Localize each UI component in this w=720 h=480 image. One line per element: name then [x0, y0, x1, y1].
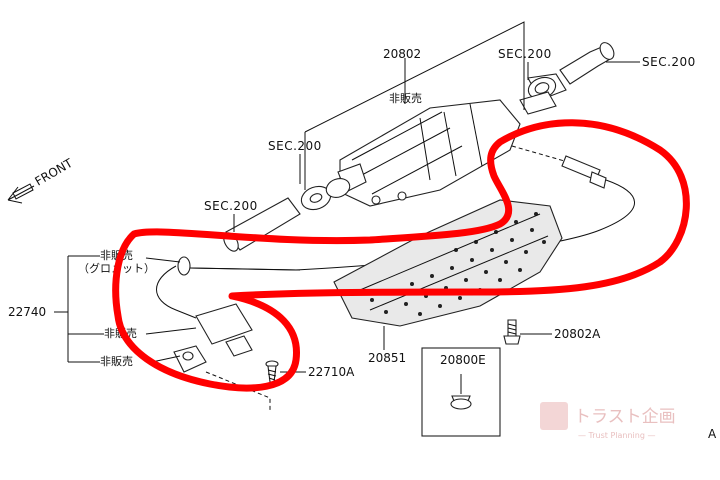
sec-ref-top-right: SEC.200	[642, 55, 696, 69]
part-number-20851: 20851	[368, 351, 406, 365]
front-label: FRONT	[33, 156, 76, 189]
sec-ref-top-mid: SEC.200	[498, 47, 552, 61]
bolt-20802a	[503, 319, 521, 345]
sensor-assembly	[156, 256, 301, 373]
sec-ref-left-low: SEC.200	[204, 199, 258, 213]
front-direction-arrow: FRONT	[7, 156, 76, 204]
sensor-note-3: 非販売	[100, 355, 133, 368]
rear-pipe-section	[519, 42, 615, 115]
watermark-title: トラスト企画	[574, 407, 676, 427]
corner-mark: A	[708, 427, 717, 441]
heat-insulator	[333, 199, 563, 327]
clip-20800e-box	[421, 347, 501, 437]
watermark-logo: トラスト企画 — Trust Planning —	[540, 402, 676, 440]
part-number-22710a: 22710A	[308, 365, 355, 379]
catalyst-note: 非販売	[389, 92, 422, 105]
part-number-20802: 20802	[383, 47, 421, 61]
catalytic-converter	[337, 99, 521, 207]
watermark-subtitle: — Trust Planning —	[578, 431, 655, 440]
part-number-20802a: 20802A	[554, 327, 601, 341]
sec-ref-left-mid: SEC.200	[268, 139, 322, 153]
screw-22710a	[265, 360, 279, 383]
part-number-20800e: 20800E	[440, 353, 486, 367]
part-number-22740: 22740	[8, 305, 46, 319]
red-hand-annotation	[112, 119, 690, 392]
